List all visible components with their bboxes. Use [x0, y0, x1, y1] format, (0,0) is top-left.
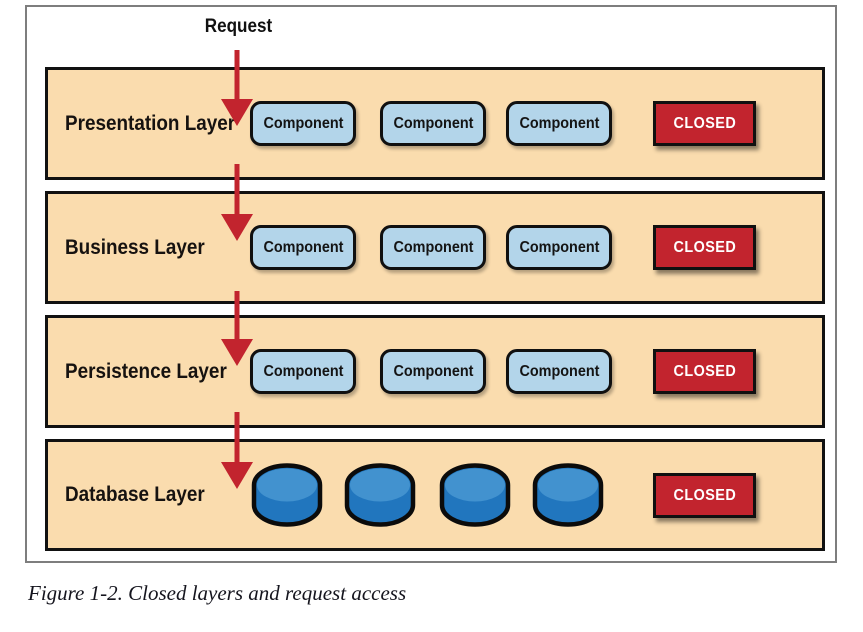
database-cylinder-icon: [532, 463, 604, 527]
layer-presentation: Presentation Layer Component Component C…: [45, 67, 825, 180]
component-box: Component: [506, 349, 612, 394]
request-arrow-icon: [221, 164, 253, 241]
layer-database: Database Layer CLOSED: [45, 439, 825, 551]
request-arrow-icon: [221, 291, 253, 366]
database-cylinder-icon: [344, 463, 416, 527]
component-box: Component: [250, 349, 356, 394]
closed-badge: CLOSED: [653, 473, 756, 518]
component-box: Component: [506, 101, 612, 146]
component-box: Component: [506, 225, 612, 270]
component-box: Component: [250, 101, 356, 146]
layer-business: Business Layer Component Component Compo…: [45, 191, 825, 304]
layer-persistence-label: Persistence Layer: [65, 359, 227, 383]
figure-caption: Figure 1-2. Closed layers and request ac…: [28, 581, 407, 605]
component-box: Component: [250, 225, 356, 270]
layer-business-label: Business Layer: [65, 235, 205, 259]
request-arrow-icon: [221, 50, 253, 126]
closed-badge: CLOSED: [653, 101, 756, 146]
request-arrow-icon: [221, 412, 253, 489]
component-box: Component: [380, 101, 486, 146]
closed-badge: CLOSED: [653, 225, 756, 270]
layer-presentation-label: Presentation Layer: [65, 111, 236, 135]
component-box: Component: [380, 349, 486, 394]
component-box: Component: [380, 225, 486, 270]
request-label-text: Request: [204, 16, 272, 37]
database-cylinder-icon: [251, 463, 323, 527]
request-label: Request: [170, 16, 306, 38]
layer-persistence: Persistence Layer Component Component Co…: [45, 315, 825, 428]
layer-database-label: Database Layer: [65, 483, 205, 506]
database-cylinder-icon: [439, 463, 511, 527]
closed-badge: CLOSED: [653, 349, 756, 394]
